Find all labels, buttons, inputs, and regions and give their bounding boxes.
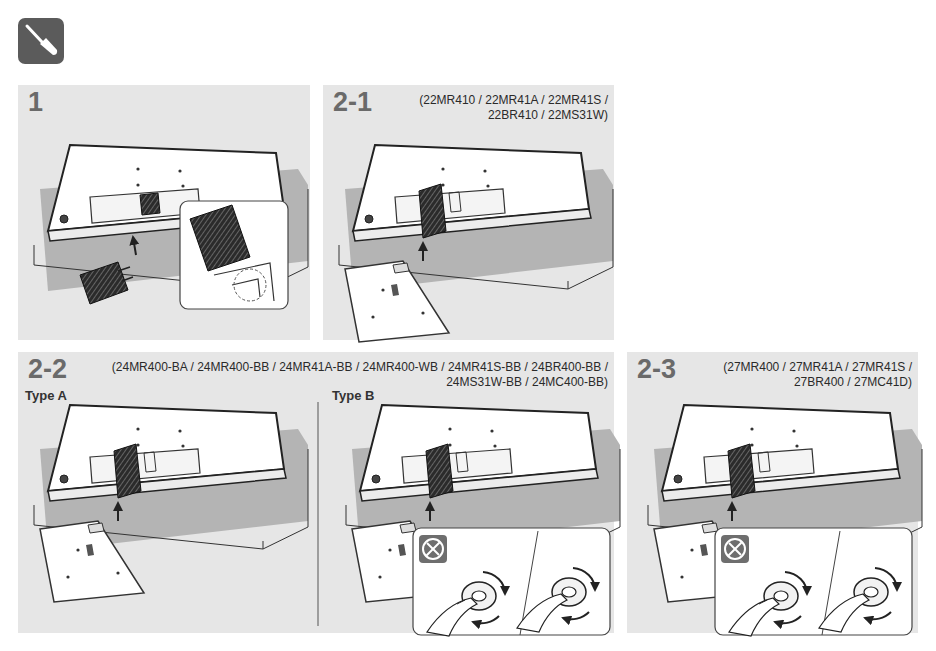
monitor-assembly xyxy=(34,405,308,602)
power-button xyxy=(60,475,68,483)
divider-line xyxy=(318,402,319,626)
model-list: (22MR410 / 22MR41A / 22MR41S / 22BR410 /… xyxy=(385,93,608,123)
screw-hole xyxy=(792,429,795,432)
screw-hole xyxy=(750,427,753,430)
base-hole xyxy=(690,548,693,551)
base-tab xyxy=(393,263,409,273)
monitor-assembly xyxy=(339,145,613,342)
base-slot xyxy=(398,544,406,556)
power-button xyxy=(365,215,373,223)
power-button xyxy=(674,475,682,483)
power-button xyxy=(372,475,380,483)
type-label: Type A xyxy=(25,388,67,404)
direction-arrow xyxy=(133,237,136,255)
stand-base xyxy=(345,261,449,342)
stand-base xyxy=(40,521,144,602)
base-hole xyxy=(421,311,424,314)
base-hole xyxy=(388,548,391,551)
type-label: Type B xyxy=(332,388,374,404)
screw-hole xyxy=(486,184,489,187)
screw-hole xyxy=(750,443,753,446)
screw-hole xyxy=(178,429,181,432)
monitor-assembly xyxy=(648,405,922,636)
base-hole xyxy=(66,575,69,578)
stand-neck-detail xyxy=(190,205,250,271)
screw-hole xyxy=(136,443,139,446)
base-hole xyxy=(378,575,381,578)
base-hole xyxy=(680,575,683,578)
screw-hole xyxy=(795,444,798,447)
base-slot xyxy=(391,284,399,296)
step-number: 2-3 xyxy=(637,354,676,384)
base-hole xyxy=(381,288,384,291)
hinge-bracket xyxy=(144,452,156,472)
base-tab xyxy=(400,523,416,533)
tool-icon xyxy=(18,18,64,64)
detail-inset xyxy=(413,528,610,636)
model-list: (27MR400 / 27MR41A / 27MR41S / 27BR400 /… xyxy=(689,360,912,390)
screw-hole xyxy=(181,184,184,187)
direction-arrow xyxy=(117,503,119,521)
screw-hole xyxy=(136,167,139,170)
screw-hole xyxy=(181,444,184,447)
power-button xyxy=(60,215,68,223)
direction-arrow xyxy=(422,243,424,261)
model-list: (24MR400-BA / 24MR400-BB / 24MR41A-BB / … xyxy=(90,360,608,390)
base-tab xyxy=(702,523,718,533)
screw-hole xyxy=(493,444,496,447)
screw-hole xyxy=(441,183,444,186)
monitor-assembly xyxy=(346,405,620,636)
stand-recess xyxy=(704,449,814,483)
stand-neck xyxy=(419,184,446,238)
screw-hole xyxy=(448,443,451,446)
monitor-assembly xyxy=(34,145,308,309)
base-slot xyxy=(700,544,708,556)
detail-inset xyxy=(715,528,912,636)
stand-neck xyxy=(80,262,128,304)
stand-recess xyxy=(90,449,200,483)
step-number: 1 xyxy=(28,87,43,117)
base-hole xyxy=(76,548,79,551)
hinge-bracket xyxy=(456,452,468,472)
detail-inset xyxy=(180,201,288,309)
screw-hole xyxy=(448,427,451,430)
stand-neck xyxy=(426,444,453,498)
direction-arrow xyxy=(429,503,431,521)
screw-hole xyxy=(136,183,139,186)
screw-hole xyxy=(441,167,444,170)
screw-hole xyxy=(483,169,486,172)
screw-hole xyxy=(178,169,181,172)
screw-hole xyxy=(136,427,139,430)
screw-hole xyxy=(490,429,493,432)
stand-neck xyxy=(114,444,141,498)
hinge-bracket xyxy=(758,452,770,472)
step-number: 2-1 xyxy=(333,87,372,117)
hinge-bracket xyxy=(449,192,461,212)
step-number: 2-2 xyxy=(28,354,67,384)
hinge-bracket xyxy=(140,193,160,215)
stand-recess xyxy=(395,189,505,223)
base-slot xyxy=(86,544,94,556)
base-hole xyxy=(116,571,119,574)
stand-neck xyxy=(728,444,755,498)
base-tab xyxy=(88,523,104,533)
direction-arrow xyxy=(731,503,733,521)
stand-recess xyxy=(402,449,512,483)
base-hole xyxy=(371,315,374,318)
prong xyxy=(118,267,133,281)
